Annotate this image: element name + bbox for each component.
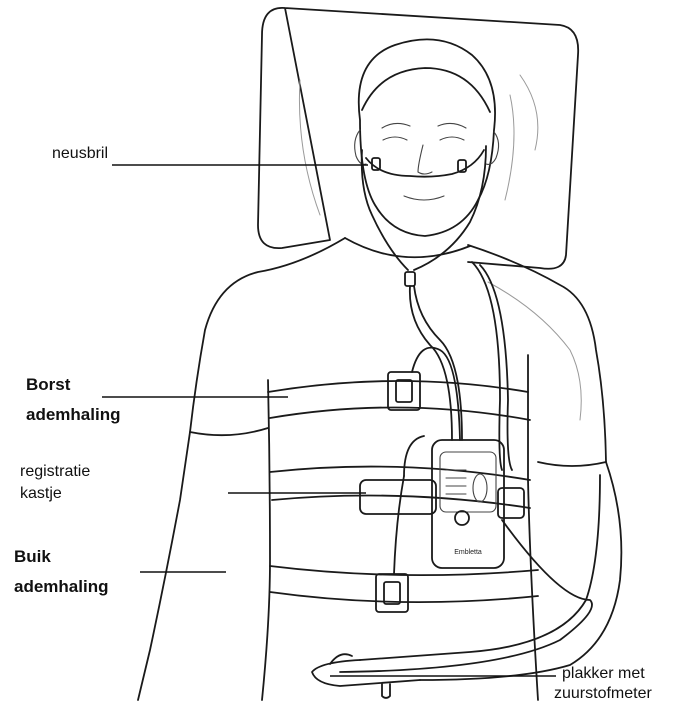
label-chest-breathing-1: Borst [26, 374, 70, 396]
device-brand: Embletta [454, 549, 482, 556]
recording-box: Embletta [432, 440, 504, 568]
belly-belt [270, 436, 538, 612]
label-belly-breathing-1: Buik [14, 546, 51, 568]
chest-belt [268, 348, 530, 440]
label-chest-breathing-2: ademhaling [26, 404, 120, 426]
label-recording-box-1: registratie [20, 462, 90, 482]
torso [138, 238, 606, 700]
label-oximeter-patch-1: plakker met [562, 664, 645, 684]
pillow [258, 8, 578, 269]
arm [312, 462, 621, 698]
label-oximeter-patch-2: zuurstofmeter [554, 684, 652, 704]
nasal-cannula [362, 146, 486, 440]
label-belly-breathing-2: ademhaling [14, 576, 108, 598]
label-recording-box-2: kastje [20, 484, 62, 504]
label-nasal-cannula: neusbril [52, 144, 108, 164]
